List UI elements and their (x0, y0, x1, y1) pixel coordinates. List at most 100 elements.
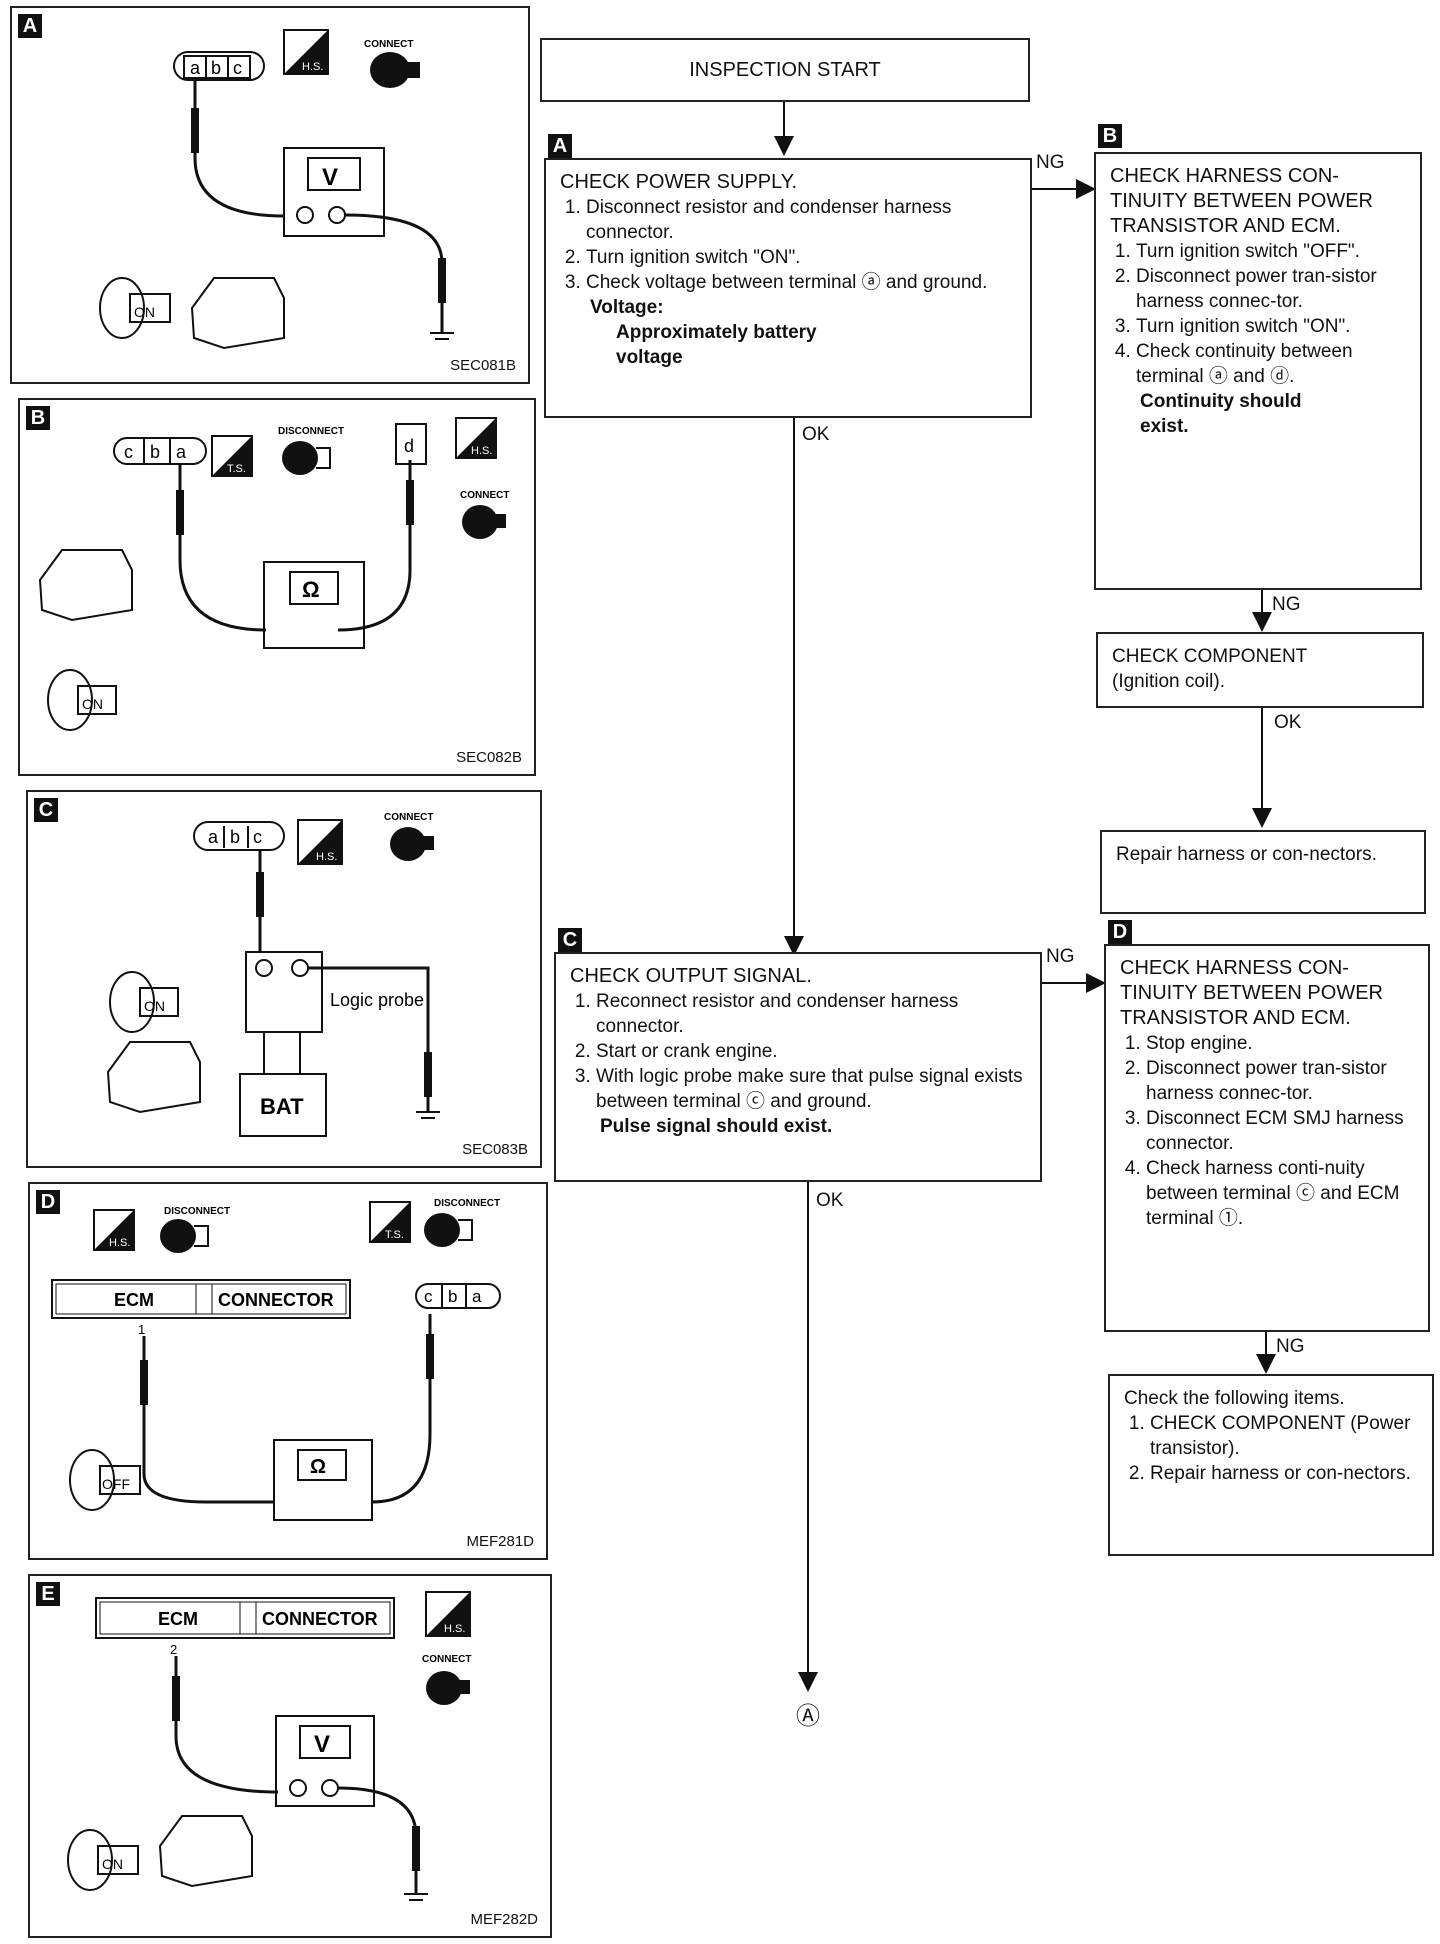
step-b-item: Turn ignition switch "OFF". (1136, 239, 1406, 264)
inspection-start-label: INSPECTION START (689, 59, 881, 81)
key-label: ON (134, 304, 155, 320)
disconnect-label-2: DISCONNECT (434, 1198, 500, 1209)
terminal-d: d (404, 436, 414, 456)
conn-a: a (208, 827, 219, 847)
step-d-item: Disconnect ECM SMJ harness connector. (1146, 1106, 1414, 1156)
illustration-panel-a: A a b c V H.S. CONNECT ON SEC081B (10, 6, 530, 384)
check-component-box: CHECK COMPONENT (Ignition coil). (1096, 632, 1424, 708)
panel-tag: C (34, 798, 58, 822)
panel-tag: D (36, 1190, 60, 1214)
ts-label: T.S. (227, 463, 246, 475)
panel-b-drawing: c b a Ω d T.S. DISCONNECT H.S. CONNECT O… (38, 417, 509, 731)
figure-code: MEF282D (470, 1911, 538, 1928)
ecm-label: ECM (114, 1290, 154, 1310)
step-c-title: CHECK OUTPUT SIGNAL. (570, 965, 812, 987)
final-check-item: CHECK COMPONENT (Power transistor). (1150, 1411, 1418, 1461)
hs-label: H.S. (316, 851, 337, 863)
connect-label: CONNECT (422, 1654, 471, 1665)
meter-label: V (314, 1731, 330, 1758)
panel-c-drawing: a b c Logic probe BAT H.S. CONNECT ON (106, 812, 440, 1137)
disconnect-label: DISCONNECT (278, 426, 344, 437)
disconnect-label: DISCONNECT (164, 1206, 230, 1217)
meter-label: V (322, 164, 338, 191)
figure-code: SEC081B (450, 357, 516, 374)
final-check-item: Repair harness or con-nectors. (1150, 1461, 1418, 1486)
step-c-item: Reconnect resistor and condenser harness… (596, 989, 1026, 1039)
hs-label: H.S. (471, 445, 492, 457)
step-b-item: Turn ignition switch "ON". (1136, 314, 1406, 339)
key-label: ON (102, 1856, 123, 1872)
step-c-item: Start or crank engine. (596, 1039, 1026, 1064)
figure-code: SEC083B (462, 1141, 528, 1158)
step-c-box: CHECK OUTPUT SIGNAL. Reconnect resistor … (554, 952, 1042, 1182)
connect-label: CONNECT (364, 39, 413, 50)
step-d-box: CHECK HARNESS CON-TINUITY BETWEEN POWER … (1104, 944, 1430, 1332)
probe-label: Logic probe (330, 990, 424, 1010)
check-component-text: CHECK COMPONENT (Ignition coil). (1112, 646, 1307, 692)
repair-text: Repair harness or con-nectors. (1116, 844, 1377, 865)
ok-label: OK (1274, 712, 1302, 733)
pin-label: 2 (170, 1642, 177, 1657)
hs-label: H.S. (302, 61, 323, 73)
illustration-panel-d: D H.S. DISCONNECT T.S. DISCONNECT ECM CO… (28, 1182, 548, 1560)
ecm-label: ECM (158, 1609, 198, 1629)
step-b-tag: B (1098, 124, 1122, 148)
conn-b: b (211, 58, 221, 78)
figure-code: MEF281D (466, 1533, 534, 1550)
conn-c: c (253, 827, 262, 847)
key-label: OFF (102, 1476, 130, 1492)
step-d-item: Disconnect power tran-sistor harness con… (1146, 1056, 1414, 1106)
conn-b: b (230, 827, 240, 847)
step-a-spec-label: Voltage: (590, 297, 664, 318)
step-d-item: Stop engine. (1146, 1031, 1414, 1056)
ecm-connector-label: CONNECTOR (218, 1290, 334, 1310)
meter-label: Ω (302, 577, 320, 602)
repair-box: Repair harness or con-nectors. (1100, 830, 1426, 914)
hs-label: H.S. (444, 1623, 465, 1635)
connect-label: CONNECT (460, 490, 509, 501)
ok-label: OK (816, 1190, 844, 1211)
key-label: ON (82, 696, 103, 712)
pin-label: 1 (138, 1322, 145, 1337)
step-d-title: CHECK HARNESS CON-TINUITY BETWEEN POWER … (1120, 957, 1383, 1029)
step-b-item: Check continuity between terminal ⓐ and … (1136, 339, 1406, 389)
illustration-panel-b: B c b a Ω d T.S. DISCONNECT H.S. CONNECT… (18, 398, 536, 776)
final-check-box: Check the following items. CHECK COMPONE… (1108, 1374, 1434, 1556)
step-a-tag: A (548, 134, 572, 158)
connect-label: CONNECT (384, 812, 433, 823)
key-label: ON (144, 998, 165, 1014)
step-d-tag: D (1108, 920, 1132, 944)
ng-label: NG (1276, 1336, 1305, 1357)
hs-label: H.S. (109, 1237, 130, 1249)
step-a-item: Check voltage between terminal ⓐ and gro… (586, 270, 1016, 295)
final-check-title: Check the following items. (1124, 1388, 1345, 1409)
ng-label: NG (1272, 594, 1301, 615)
bat-label: BAT (260, 1094, 304, 1119)
illustration-panel-e: E ECM CONNECTOR 2 V H.S. CONNECT ON MEF2… (28, 1574, 552, 1938)
conn-b: b (448, 1287, 457, 1306)
figure-code: SEC082B (456, 749, 522, 766)
step-b-box: CHECK HARNESS CON-TINUITY BETWEEN POWER … (1094, 152, 1422, 590)
conn-c: c (233, 58, 242, 78)
panel-d-drawing: H.S. DISCONNECT T.S. DISCONNECT ECM CONN… (51, 1198, 501, 1521)
panel-tag: E (36, 1582, 60, 1606)
ok-label: OK (802, 424, 830, 445)
meter-label: Ω (310, 1456, 326, 1478)
step-c-tag: C (558, 928, 582, 952)
step-d-item: Check harness conti-nuity between termin… (1146, 1156, 1414, 1231)
ng-label: NG (1046, 946, 1075, 967)
conn-a: a (190, 58, 201, 78)
panel-tag: B (26, 406, 50, 430)
step-b-item: Disconnect power tran-sistor harness con… (1136, 264, 1406, 314)
conn-a: a (472, 1287, 482, 1306)
step-b-title: CHECK HARNESS CON-TINUITY BETWEEN POWER … (1110, 165, 1373, 237)
conn-b: b (150, 442, 160, 462)
step-c-item: With logic probe make sure that pulse si… (596, 1064, 1026, 1114)
step-a-item: Turn ignition switch "ON". (586, 245, 1016, 270)
ecm-connector-label: CONNECTOR (262, 1609, 378, 1629)
conn-c: c (424, 1287, 433, 1306)
ng-label: NG (1036, 152, 1065, 173)
conn-a: a (176, 442, 187, 462)
illustration-panel-c: C a b c Logic probe BAT H.S. CONNECT ON … (26, 790, 542, 1168)
